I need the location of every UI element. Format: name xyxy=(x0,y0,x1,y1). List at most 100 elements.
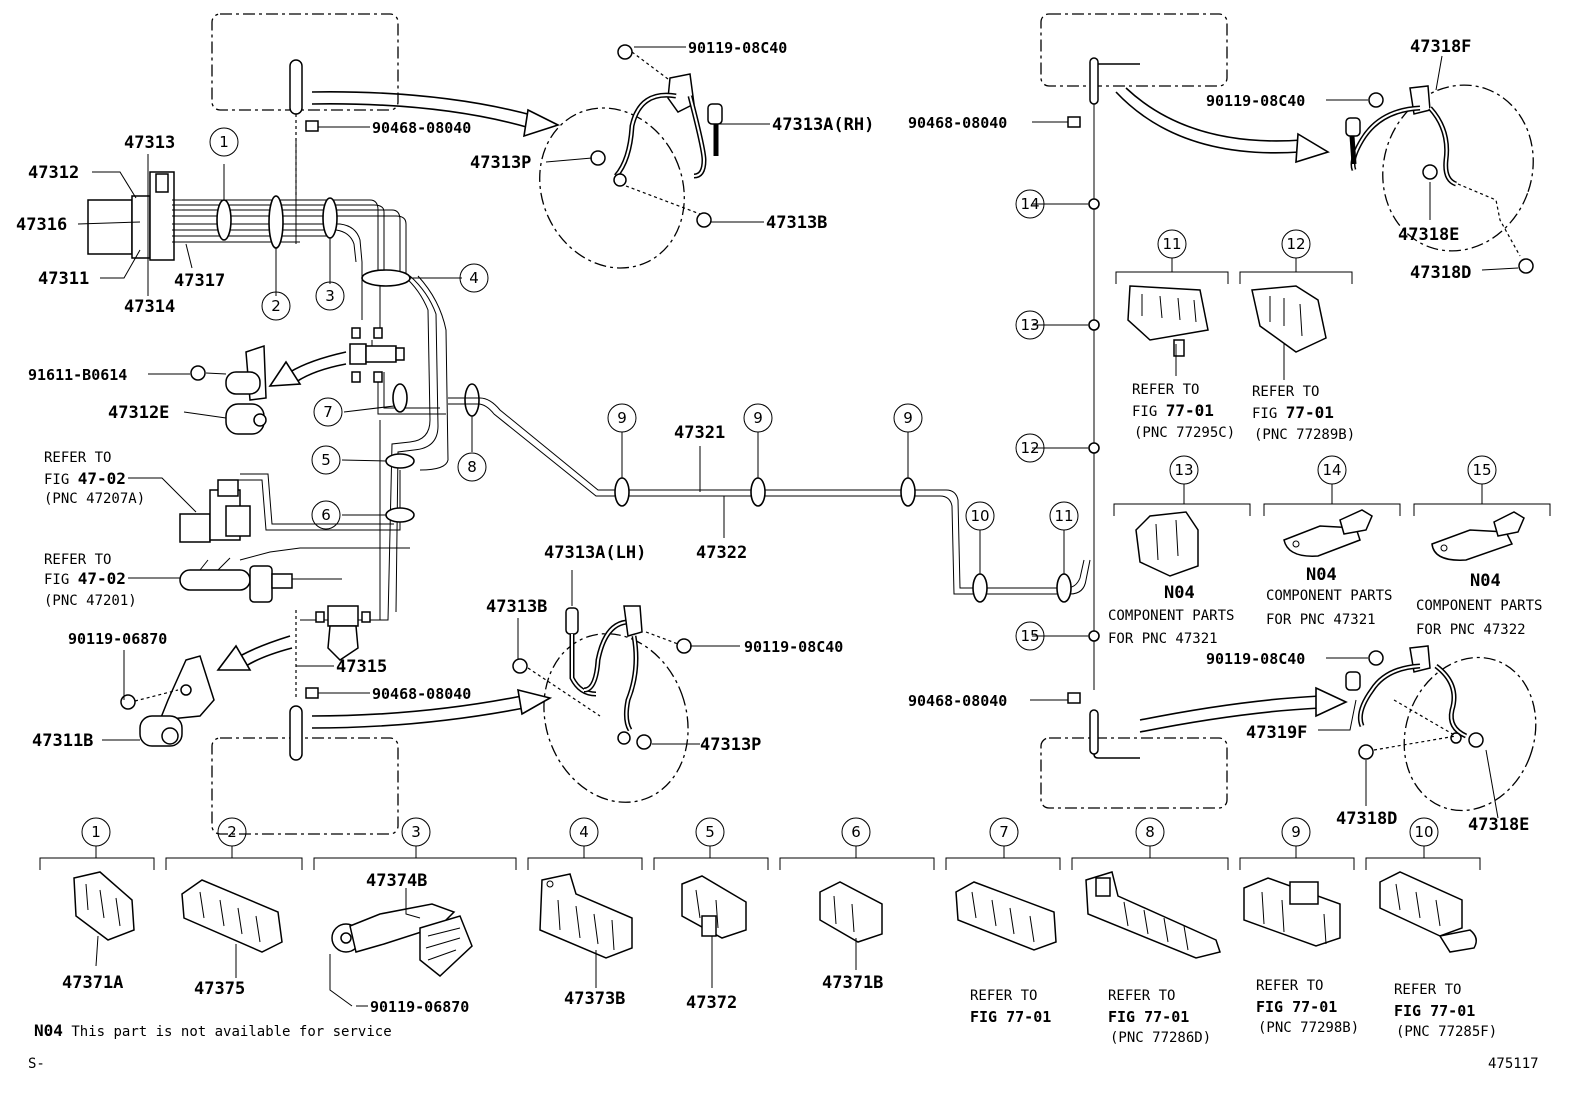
clip-8-symbol xyxy=(464,383,480,417)
callout-3: 3 xyxy=(325,287,335,305)
legend-callout-2: 2 xyxy=(227,823,237,841)
ref-box-rear-left xyxy=(211,737,399,835)
footer-note: N04 This part is not available for servi… xyxy=(34,1021,392,1040)
legend-callout-7: 7 xyxy=(999,823,1009,841)
clip-15-ref-line1: COMPONENT PARTS xyxy=(1416,598,1542,614)
label-47371A: 47371A xyxy=(62,973,123,993)
clip-15-illustration xyxy=(1431,511,1525,561)
clip-11-symbol xyxy=(1056,573,1072,603)
label-47313B-top: 47313B xyxy=(766,213,827,233)
clip-4-symbol xyxy=(361,269,411,287)
clip-14-ref-line1: COMPONENT PARTS xyxy=(1266,588,1392,604)
legend-callout-11: 11 xyxy=(1162,235,1181,253)
legend-callout-9: 9 xyxy=(1291,823,1301,841)
leader-lines xyxy=(77,46,1519,1007)
label-47322: 47322 xyxy=(696,543,747,563)
clip-2-illustration xyxy=(181,879,283,953)
label-90468-08040-bottom-right: 90468-08040 xyxy=(908,692,1007,710)
clip-13-ref-line2: FOR PNC 47321 xyxy=(1108,631,1218,647)
ref-box-front-right xyxy=(1040,13,1228,87)
clip-4-illustration xyxy=(539,873,633,959)
label-47315: 47315 xyxy=(336,657,387,677)
ref-box-rear-right xyxy=(1040,737,1228,809)
label-47312: 47312 xyxy=(28,163,79,183)
arrow-rear-right xyxy=(1139,686,1348,733)
clip-1-illustration xyxy=(73,871,135,941)
clip-11-illustration xyxy=(1127,285,1209,357)
clip-9-symbol-b xyxy=(750,477,766,507)
callout-6: 6 xyxy=(321,506,331,524)
arrow-rear-left xyxy=(311,688,553,729)
clip-9-ref-line1: REFER TO xyxy=(1256,978,1323,994)
label-90119-08C40-top-right: 90119-08C40 xyxy=(1206,92,1305,110)
wheel-area-front-right xyxy=(1382,84,1534,252)
label-47313P-bottom: 47313P xyxy=(700,735,761,755)
front-left-brake-hose xyxy=(590,44,723,228)
wheel-area-front-left xyxy=(539,107,685,269)
part-47312E-bracket xyxy=(190,344,267,435)
legend-callout-4: 4 xyxy=(579,823,589,841)
clip-2-symbol xyxy=(268,195,284,249)
clip-10-ref-line1: REFER TO xyxy=(1394,982,1461,998)
figure-id: 475117 xyxy=(1488,1056,1539,1072)
clip-9-symbol-c xyxy=(900,477,916,507)
callout-7: 7 xyxy=(323,403,333,421)
clip-8-ref-line3: (PNC 77286D) xyxy=(1110,1030,1211,1046)
clip-8-ref-line1: REFER TO xyxy=(1108,988,1175,1004)
ref-47201-line2: FIG 47-02 xyxy=(44,569,126,588)
legend-callout-3: 3 xyxy=(411,823,421,841)
master-cylinder-47201 xyxy=(179,557,342,603)
valve-47207A xyxy=(179,479,251,543)
label-47372: 47372 xyxy=(686,993,737,1013)
label-90468-08040-top-right: 90468-08040 xyxy=(908,114,1007,132)
ref-47201-line1: REFER TO xyxy=(44,552,111,568)
clip-1-symbol xyxy=(216,199,232,241)
clip-13-ref-line1: COMPONENT PARTS xyxy=(1108,608,1234,624)
label-47318E-top: 47318E xyxy=(1398,225,1459,245)
label-90468-08040-top-left: 90468-08040 xyxy=(372,119,471,137)
ref-47201-line3: (PNC 47201) xyxy=(44,593,137,609)
legend-callout-6: 6 xyxy=(851,823,861,841)
clip-11-ref-line2: FIG 77-01 xyxy=(1132,401,1214,420)
callout-8: 8 xyxy=(467,458,477,476)
clip-3-symbol xyxy=(322,197,338,239)
arrow-to-47311B xyxy=(216,635,293,671)
callout-9a: 9 xyxy=(617,409,627,427)
clip-13-n04: N04 xyxy=(1164,583,1195,603)
group-brackets-bottom xyxy=(39,846,1481,870)
arrow-front-left xyxy=(311,91,561,138)
label-47374B: 47374B xyxy=(366,871,427,891)
part-47311B-bracket xyxy=(120,655,215,747)
label-90119-08C40-bottom-right: 90119-08C40 xyxy=(1206,650,1305,668)
label-91611-B0614: 91611-B0614 xyxy=(28,366,127,384)
callout-2: 2 xyxy=(271,297,281,315)
clip-15-n04: N04 xyxy=(1470,571,1501,591)
brake-line-bundle xyxy=(172,199,449,621)
arrow-to-47312E xyxy=(268,351,347,387)
label-90119-06870-left: 90119-06870 xyxy=(68,630,167,648)
callout-circles xyxy=(81,127,1497,847)
clip-11-ref-line1: REFER TO xyxy=(1132,382,1199,398)
label-47314: 47314 xyxy=(124,297,175,317)
clip-12-ref-line3: (PNC 77289B) xyxy=(1254,427,1355,443)
label-90119-08C40-bottom-left: 90119-08C40 xyxy=(744,638,843,656)
callout-9b: 9 xyxy=(753,409,763,427)
label-90468-08040-bottom-left: 90468-08040 xyxy=(372,685,471,703)
ref-47207A-line1: REFER TO xyxy=(44,450,111,466)
callout-15: 15 xyxy=(1020,627,1039,645)
legend-callout-8: 8 xyxy=(1145,823,1155,841)
clip-10-symbol xyxy=(972,573,988,603)
clip-12-ref-line2: FIG 77-01 xyxy=(1252,403,1334,422)
label-47311B: 47311B xyxy=(32,731,93,751)
master-cylinder-block xyxy=(87,171,175,261)
ref-47207A-line2: FIG 47-02 xyxy=(44,469,126,488)
callout-10: 10 xyxy=(970,507,989,525)
clip-9-illustration xyxy=(1243,877,1341,947)
rear-right-brake-hose xyxy=(1345,645,1484,760)
clip-7-symbol xyxy=(392,383,408,413)
clip-6-symbol xyxy=(385,507,415,523)
label-47318F: 47318F xyxy=(1410,37,1471,57)
label-47313P-top: 47313P xyxy=(470,153,531,173)
clip-7-ref-line2: FIG 77-01 xyxy=(970,1008,1051,1026)
label-47373B: 47373B xyxy=(564,989,625,1009)
